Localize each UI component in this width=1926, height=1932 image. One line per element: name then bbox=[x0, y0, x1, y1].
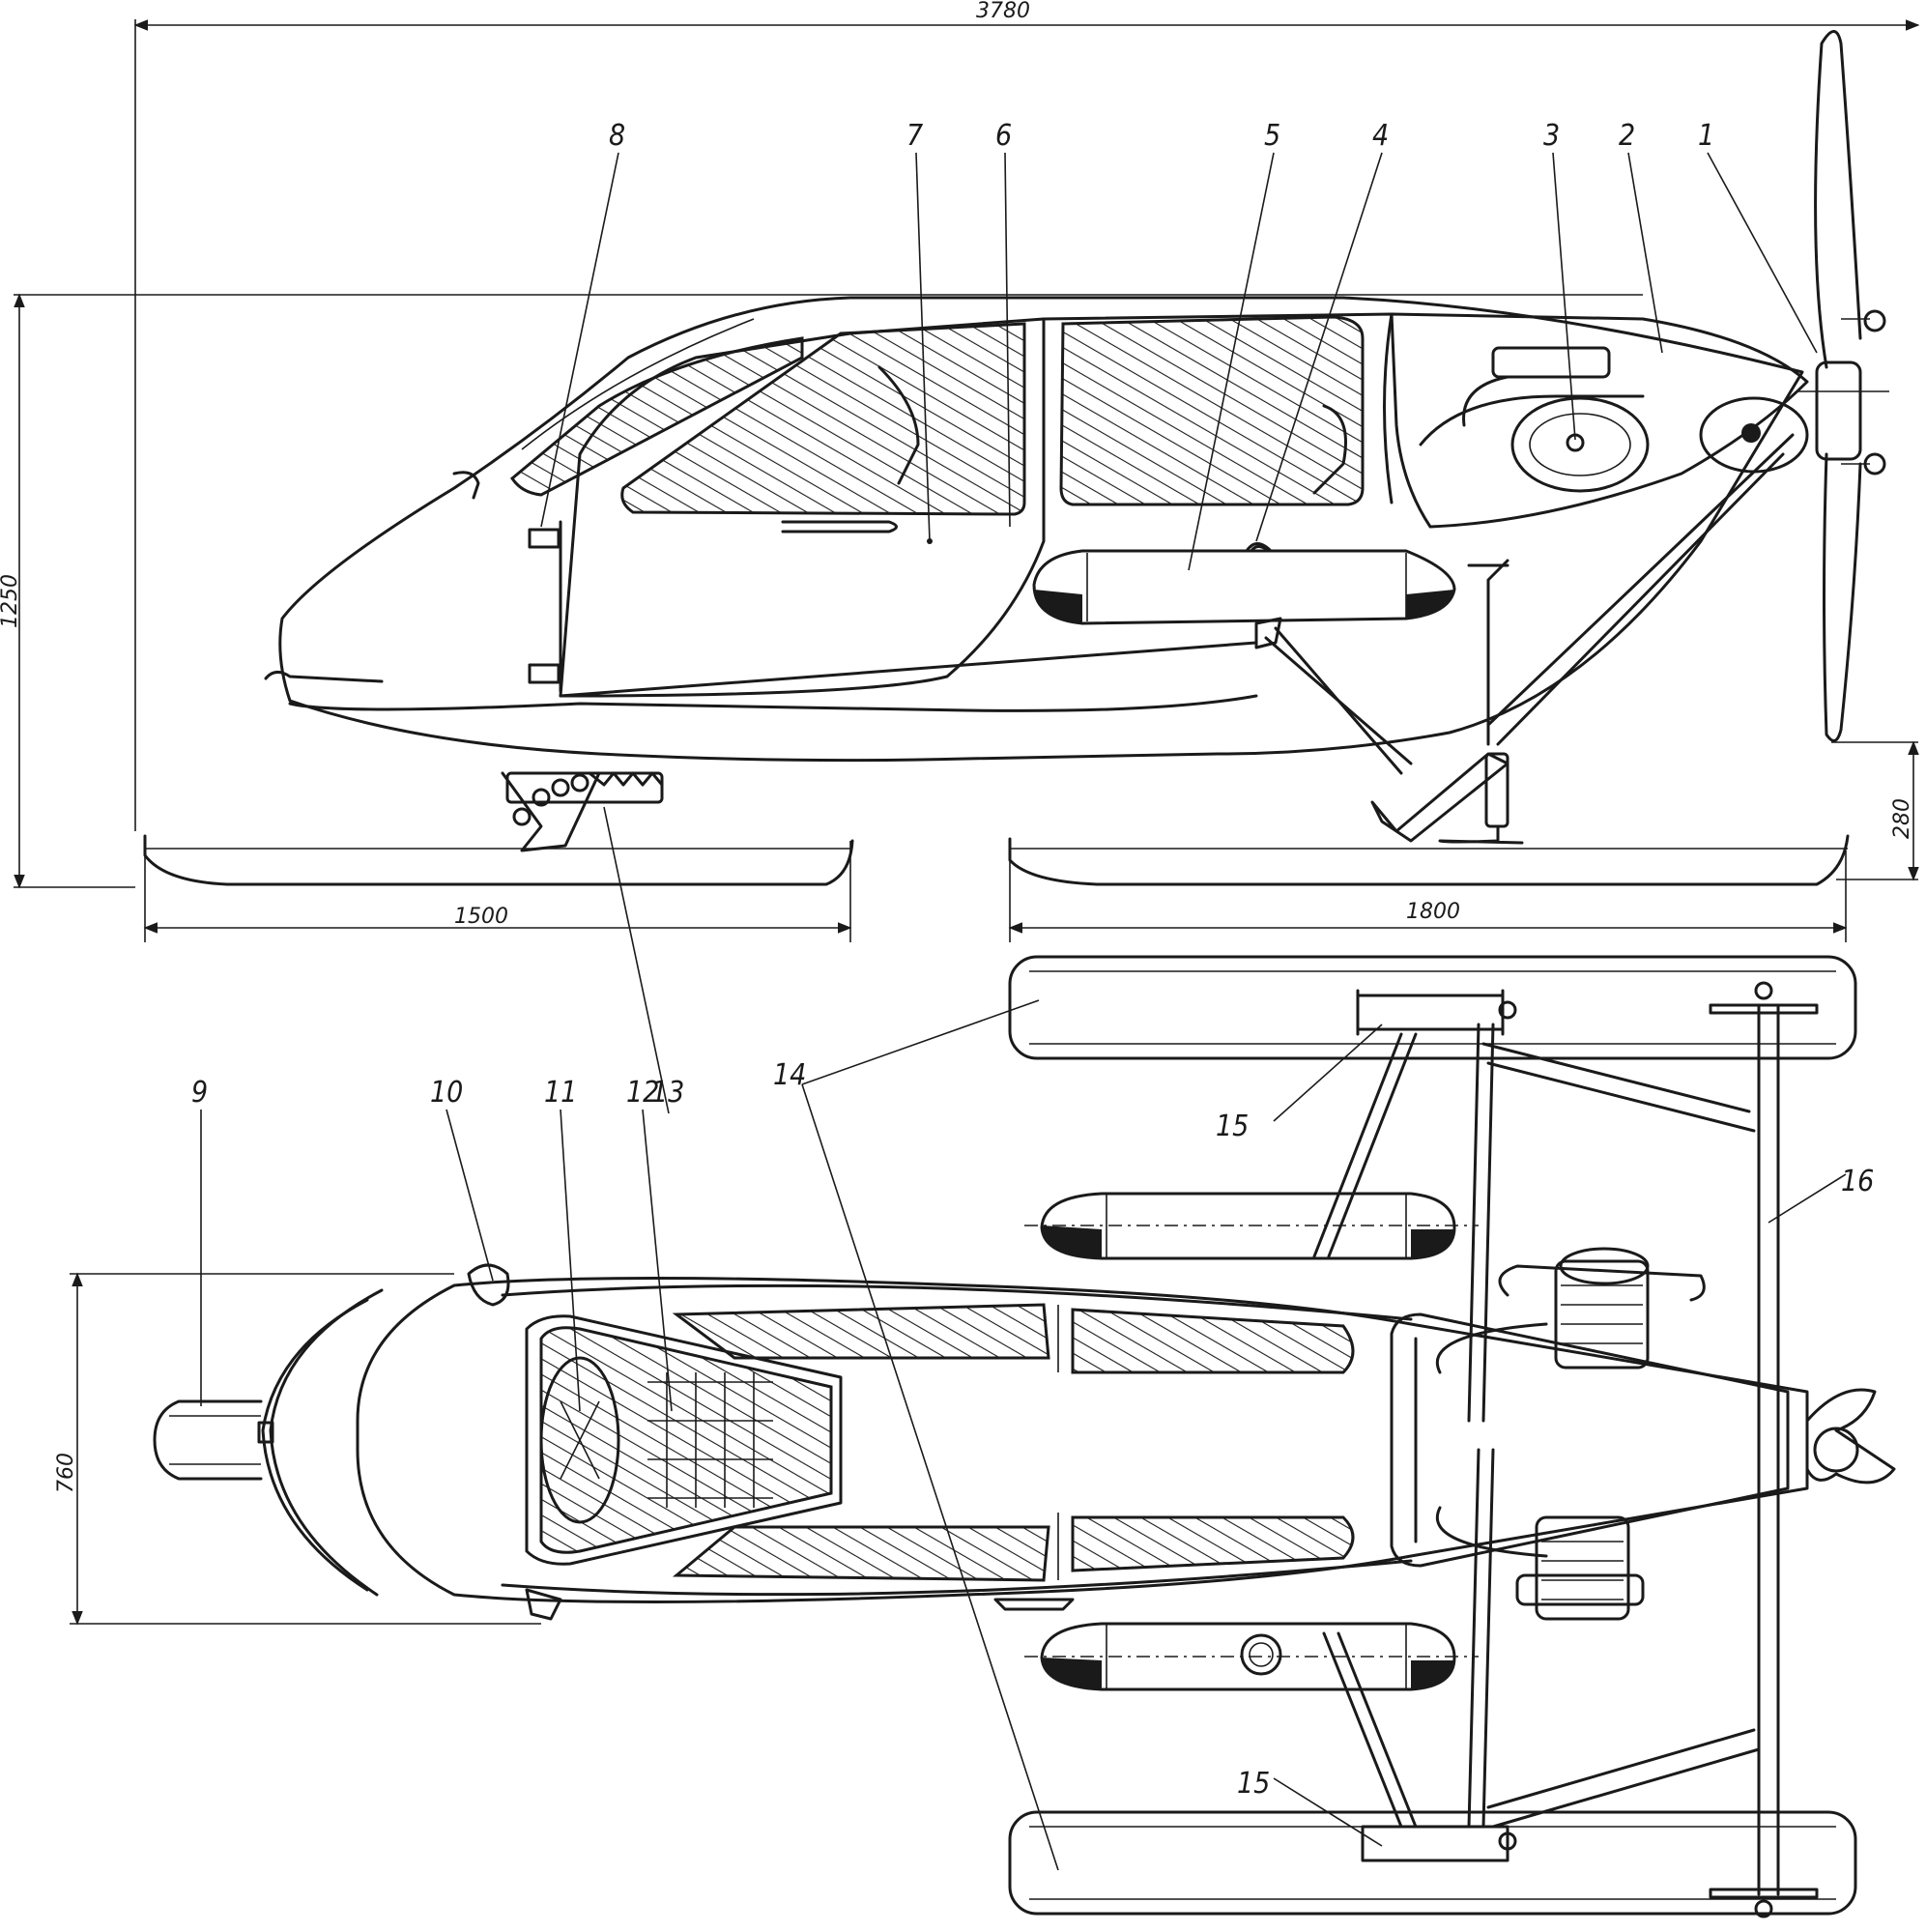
engine-cylinder bbox=[1510, 396, 1650, 493]
dimension-width: 760 bbox=[54, 1272, 541, 1626]
dimension-rear-ski: 1800 bbox=[1008, 851, 1848, 942]
propeller-hub bbox=[1815, 360, 1862, 461]
hull-top bbox=[356, 1277, 1809, 1603]
dimension-label-width: 760 bbox=[54, 1453, 78, 1493]
side-window-top-lower-2 bbox=[1071, 1515, 1355, 1572]
callout-3: 3 bbox=[1543, 119, 1560, 153]
callout-14: 14 bbox=[773, 1058, 806, 1092]
callout-9: 9 bbox=[191, 1076, 208, 1110]
callout-labels: 1 2 3 4 5 6 7 8 9 10 11 12 13 14 15 15 1… bbox=[191, 119, 1874, 1801]
ski-top-upper bbox=[1008, 955, 1857, 1060]
propeller-lower-blade bbox=[1823, 452, 1862, 742]
callout-15-lower: 15 bbox=[1237, 1767, 1270, 1801]
front-ski bbox=[143, 834, 854, 886]
callout-2: 2 bbox=[1619, 119, 1635, 153]
callout-4: 4 bbox=[1372, 119, 1389, 153]
side-window-rear bbox=[1059, 315, 1365, 506]
rear-suspension-strut bbox=[1467, 559, 1509, 746]
callout-11: 11 bbox=[544, 1076, 577, 1110]
propeller-upper-blade bbox=[1814, 30, 1862, 369]
dimension-overall-height: 1250 bbox=[0, 293, 1643, 889]
callout-10: 10 bbox=[430, 1076, 463, 1110]
callout-5: 5 bbox=[1264, 119, 1280, 153]
side-window-top-upper-2 bbox=[1071, 1308, 1355, 1374]
rear-axle bbox=[1757, 1003, 1780, 1896]
callout-leaders bbox=[200, 152, 1847, 1871]
ski-mount-lower bbox=[1361, 1825, 1509, 1862]
callout-12: 12 bbox=[626, 1076, 659, 1110]
side-view bbox=[143, 30, 1889, 886]
dimension-ground-clearance: 280 bbox=[1831, 740, 1919, 881]
dimension-label-overall-length: 3780 bbox=[976, 0, 1030, 23]
callout-1: 1 bbox=[1698, 119, 1714, 153]
canopy-front-top bbox=[539, 1326, 833, 1554]
dimension-label-overall-height: 1250 bbox=[0, 574, 22, 628]
hull bbox=[278, 296, 1804, 763]
top-view bbox=[153, 955, 1896, 1918]
rear-ski bbox=[1008, 834, 1850, 886]
steering-wheel-top bbox=[539, 1356, 620, 1524]
dimension-label-ground-clearance: 280 bbox=[1890, 798, 1914, 839]
side-window-top-lower-1 bbox=[672, 1525, 1050, 1582]
dimension-overall-length: 3780 bbox=[133, 0, 1920, 831]
engine-cylinder-top-lower bbox=[1535, 1515, 1630, 1621]
ski-mount-upper bbox=[1356, 994, 1505, 1031]
dimension-label-front-ski: 1500 bbox=[454, 905, 508, 929]
side-window-top-upper-1 bbox=[672, 1303, 1050, 1360]
callout-16: 16 bbox=[1841, 1165, 1874, 1198]
propeller-top bbox=[1805, 1388, 1896, 1485]
ski-top-lower bbox=[1008, 1810, 1857, 1916]
engine-pod-top bbox=[1390, 1312, 1790, 1568]
dimension-label-rear-ski: 1800 bbox=[1406, 900, 1460, 924]
callout-15-upper: 15 bbox=[1216, 1110, 1249, 1143]
windshield bbox=[510, 336, 804, 497]
dimension-front-ski: 1500 bbox=[143, 841, 852, 942]
fuel-tank-side bbox=[1032, 549, 1456, 625]
engine-cowling bbox=[1390, 312, 1809, 529]
front-ski-suspension bbox=[501, 771, 664, 852]
callout-7: 7 bbox=[906, 119, 923, 153]
front-bumper-top bbox=[269, 1288, 384, 1597]
callout-6: 6 bbox=[995, 119, 1012, 153]
callout-13: 13 bbox=[651, 1076, 684, 1110]
front-bumper-side bbox=[264, 671, 384, 683]
callout-8: 8 bbox=[609, 119, 625, 153]
nose-ski-tip bbox=[153, 1399, 263, 1481]
engine-cylinder-top-upper bbox=[1554, 1259, 1650, 1370]
seats-top bbox=[647, 1372, 773, 1508]
